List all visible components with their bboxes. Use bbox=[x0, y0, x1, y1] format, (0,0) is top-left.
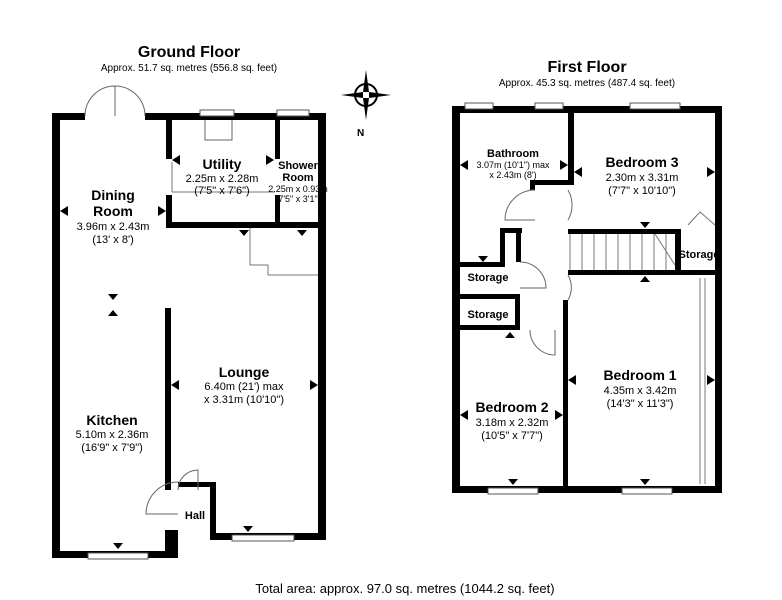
bathroom-dim-ft: x 2.43m (8') bbox=[489, 170, 536, 180]
first-floor-arrows bbox=[460, 160, 715, 485]
shower-room-dim-ft: (7'5" x 3'1") bbox=[275, 194, 320, 204]
dining-room-dim-m: 3.96m x 2.43m bbox=[77, 221, 150, 233]
storage-lower-label: Storage bbox=[468, 309, 509, 321]
bedroom-1-label: Bedroom 1 bbox=[603, 367, 676, 383]
bedroom-3-label: Bedroom 3 bbox=[605, 154, 678, 170]
bedroom-2-label: Bedroom 2 bbox=[475, 399, 548, 415]
dining-room-dim-ft: (13' x 8') bbox=[92, 234, 134, 246]
kitchen-dim-m: 5.10m x 2.36m bbox=[76, 429, 149, 441]
bedroom-3-dim-ft: (7'7" x 10'10") bbox=[608, 185, 676, 197]
bedroom-1-dim-ft: (14'3" x 11'3") bbox=[607, 398, 674, 410]
ground-floor-arrows bbox=[60, 155, 318, 549]
first-floor-title: First Floor bbox=[547, 59, 626, 76]
bedroom-2-dim-ft: (10'5" x 7'7") bbox=[481, 430, 543, 442]
lounge-label: Lounge bbox=[219, 364, 270, 380]
shower-room-label-2: Room bbox=[282, 172, 313, 184]
total-area: Total area: approx. 97.0 sq. metres (104… bbox=[255, 581, 554, 596]
bedroom-1-dim-m: 4.35m x 3.42m bbox=[604, 385, 677, 397]
bathroom-dim-m: 3.07m (10'1") max bbox=[477, 160, 550, 170]
shower-room-label-1: Shower bbox=[278, 160, 318, 172]
ground-floor-title: Ground Floor bbox=[138, 44, 240, 61]
compass-north-label: N bbox=[357, 128, 364, 139]
dining-room-label-1: Dining bbox=[91, 187, 135, 203]
bedroom-3-dim-m: 2.30m x 3.31m bbox=[606, 172, 679, 184]
lounge-dim-ft: x 3.31m (10'10") bbox=[204, 394, 284, 406]
hall-label: Hall bbox=[185, 510, 205, 522]
dining-room-label-2: Room bbox=[93, 203, 133, 219]
first-floor-area: Approx. 45.3 sq. metres (487.4 sq. feet) bbox=[499, 78, 675, 89]
storage-bedroom3-label: Storage bbox=[679, 249, 720, 261]
bathroom-label: Bathroom bbox=[487, 148, 539, 160]
bedroom-2-dim-m: 3.18m x 2.32m bbox=[476, 417, 549, 429]
utility-dim-ft: (7'5" x 7'6") bbox=[194, 185, 249, 197]
first-floor-walls bbox=[452, 102, 722, 495]
compass-icon: N bbox=[341, 70, 391, 139]
storage-landing-label: Storage bbox=[468, 272, 509, 284]
ground-floor-area: Approx. 51.7 sq. metres (556.8 sq. feet) bbox=[101, 63, 277, 74]
kitchen-label: Kitchen bbox=[86, 412, 137, 428]
utility-dim-m: 2.25m x 2.28m bbox=[186, 173, 259, 185]
utility-label: Utility bbox=[203, 156, 242, 172]
ground-floor-walls bbox=[52, 85, 326, 560]
shower-room-dim-m: 2.25m x 0.93m bbox=[268, 184, 328, 194]
lounge-dim-m: 6.40m (21') max bbox=[204, 381, 284, 393]
kitchen-dim-ft: (16'9" x 7'9") bbox=[81, 442, 143, 454]
